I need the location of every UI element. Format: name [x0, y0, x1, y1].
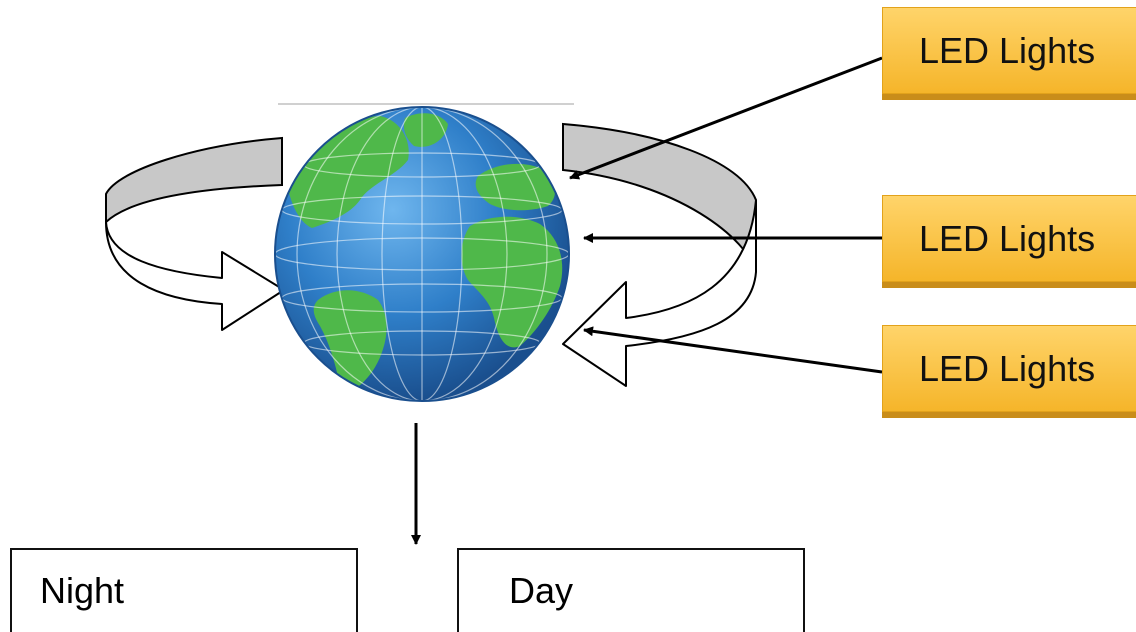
earth-globe — [274, 106, 570, 402]
led-lights-label-3: LED Lights — [919, 347, 1096, 389]
arrow-led-1 — [569, 56, 883, 180]
led-lights-box-3: LED Lights — [882, 325, 1136, 412]
greenland-land — [403, 113, 448, 147]
day-box: Day — [457, 548, 805, 632]
left-rotation-arrow — [105, 136, 285, 331]
day-label: Day — [509, 570, 574, 611]
led-lights-box-1: LED Lights — [882, 7, 1136, 94]
led-lights-label-2: LED Lights — [919, 217, 1096, 259]
africa-land — [461, 216, 563, 348]
arrow-led-3 — [583, 326, 883, 374]
led-lights-label-1: LED Lights — [919, 29, 1096, 71]
night-box: Night — [10, 548, 358, 632]
night-label: Night — [40, 570, 125, 611]
europe-land — [475, 163, 555, 211]
right-rotation-arrow — [562, 122, 757, 387]
led-lights-box-2: LED Lights — [882, 195, 1136, 282]
south-america-land — [313, 290, 387, 391]
